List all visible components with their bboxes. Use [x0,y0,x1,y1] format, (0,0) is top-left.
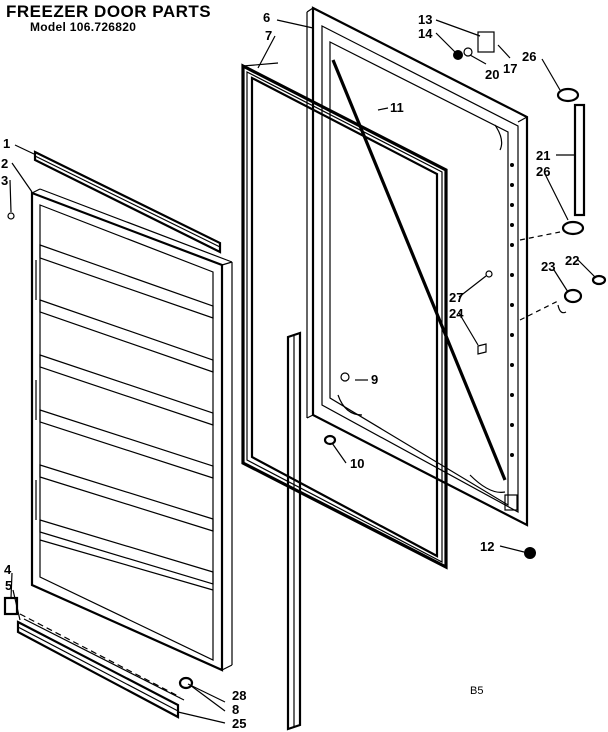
liner-shelves [39,244,214,591]
diagram-code: B5 [470,685,483,697]
callout-21: 21 [536,148,550,163]
model-number: Model 106.726820 [30,20,137,34]
callout-9: 9 [371,372,378,387]
callout-20: 20 [485,67,499,82]
callout-5: 5 [5,578,12,593]
callout-22: 22 [565,253,579,268]
callout-1: 1 [3,136,10,151]
callout-17: 17 [503,61,517,76]
door-gasket [241,62,448,570]
panel-edge-holes [510,163,514,457]
bottom-trim [16,618,185,719]
door-liner [30,188,233,672]
hardware [3,31,607,698]
callout-7: 7 [265,28,272,43]
top-trim [33,150,222,254]
outer-door-panel [306,6,529,527]
callout-27: 27 [449,290,463,305]
callout-26b: 26 [536,164,550,179]
callout-8: 8 [232,702,239,717]
callout-13: 13 [418,12,432,27]
callout-14: 14 [418,26,433,41]
callout-25: 25 [232,716,246,731]
diagram-title: FREEZER DOOR PARTS [6,2,212,21]
callout-2: 2 [1,156,8,171]
diagonal-brace [331,59,507,481]
vertical-strip [286,331,302,731]
callout-3: 3 [1,173,8,188]
callout-10: 10 [350,456,364,471]
callout-24: 24 [449,306,464,321]
callout-11: 11 [390,100,404,115]
callout-28: 28 [232,688,246,703]
leader-lines [9,19,597,724]
callout-23: 23 [541,259,555,274]
callout-6: 6 [263,10,270,25]
callout-12: 12 [480,539,494,554]
callout-4: 4 [4,562,12,577]
callout-26a: 26 [522,49,536,64]
callout-labels: 1 2 3 4 5 6 7 8 9 10 11 12 13 14 17 20 2… [1,10,579,731]
